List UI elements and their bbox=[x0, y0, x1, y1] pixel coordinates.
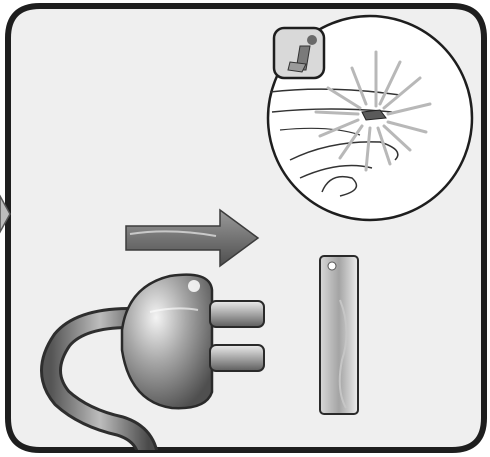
shaver-handle-icon bbox=[320, 256, 358, 414]
shaver-info-icon bbox=[274, 28, 324, 78]
